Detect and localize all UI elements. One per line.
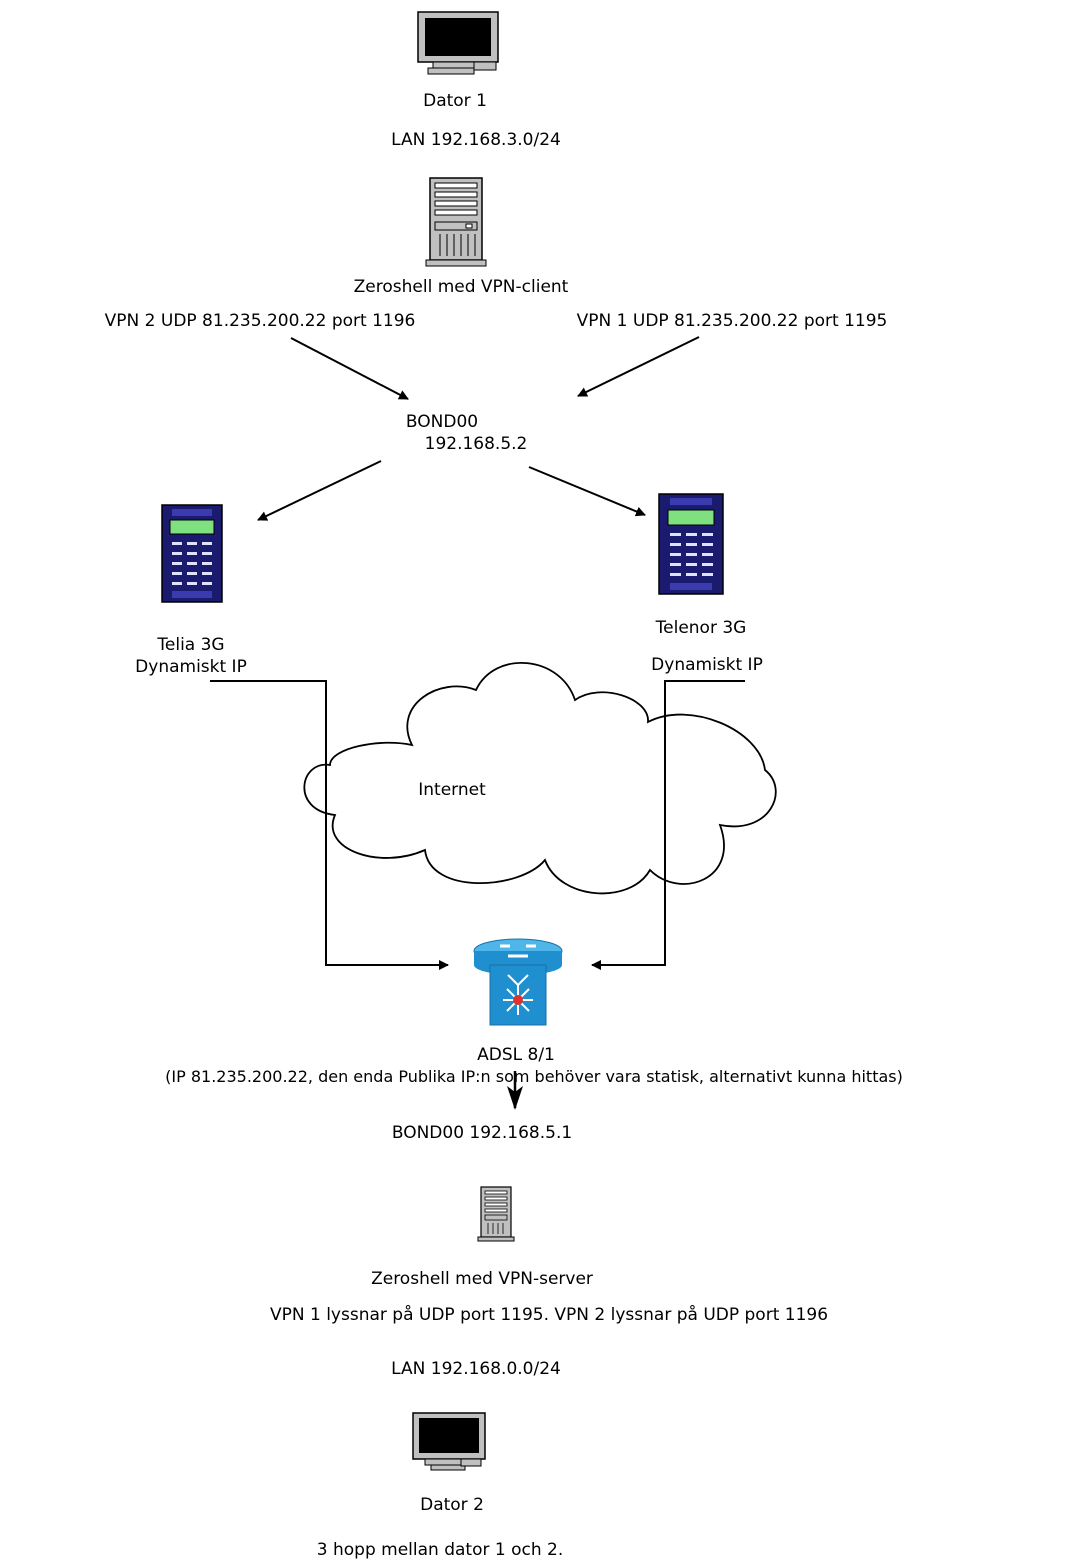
lan-top-label: LAN 192.168.3.0/24 [391,130,561,150]
bond-client-line1: BOND00 [405,412,479,432]
internet-cloud-icon [303,661,777,895]
link-telia-to-router [210,680,449,970]
telenor-line1: Telenor 3G [655,618,747,638]
dator2-label: Dator 2 [420,1495,484,1515]
zeroshell-client-label: Zeroshell med VPN-client [353,277,569,297]
telia-line1: Telia 3G [157,635,225,655]
adsl-line1: ADSL 8/1 [477,1045,555,1065]
telia-line2: Dynamiskt IP [135,657,247,677]
zeroshell-server-tower-icon [477,1186,515,1242]
link-telenor-to-router [591,680,745,970]
telia-modem-3g-icon [161,504,223,603]
summary-label: 3 hopp mellan dator 1 och 2. [316,1540,564,1560]
vpn-listen-label: VPN 1 lyssnar på UDP port 1195. VPN 2 ly… [269,1305,829,1325]
adsl-line2: (IP 81.235.200.22, den enda Publika IP:n… [165,1067,903,1086]
bond-server-label: BOND00 192.168.5.1 [391,1123,573,1143]
arrow-bond-to-telenor [528,466,646,517]
internet-label: Internet [418,780,486,800]
telenor-line2: Dynamiskt IP [651,655,763,675]
zeroshell-server-label: Zeroshell med VPN-server [371,1269,593,1289]
arrow-vpn1-to-bond [577,336,700,397]
dator1-monitor-icon [417,11,499,75]
vpn2-client-label: VPN 2 UDP 81.235.200.22 port 1196 [104,311,416,331]
vpn1-client-label: VPN 1 UDP 81.235.200.22 port 1195 [576,311,888,331]
telenor-modem-3g-icon [658,493,724,595]
bond-client-line2: 192.168.5.2 [424,434,528,454]
dator1-label: Dator 1 [423,91,487,111]
lan-bottom-label: LAN 192.168.0.0/24 [391,1359,561,1379]
dator2-monitor-icon [412,1412,486,1471]
arrow-bond-to-telia [257,460,382,521]
arrow-vpn2-to-bond [290,337,409,400]
zeroshell-client-tower-icon [425,177,487,267]
adsl-router-icon [473,938,563,1026]
